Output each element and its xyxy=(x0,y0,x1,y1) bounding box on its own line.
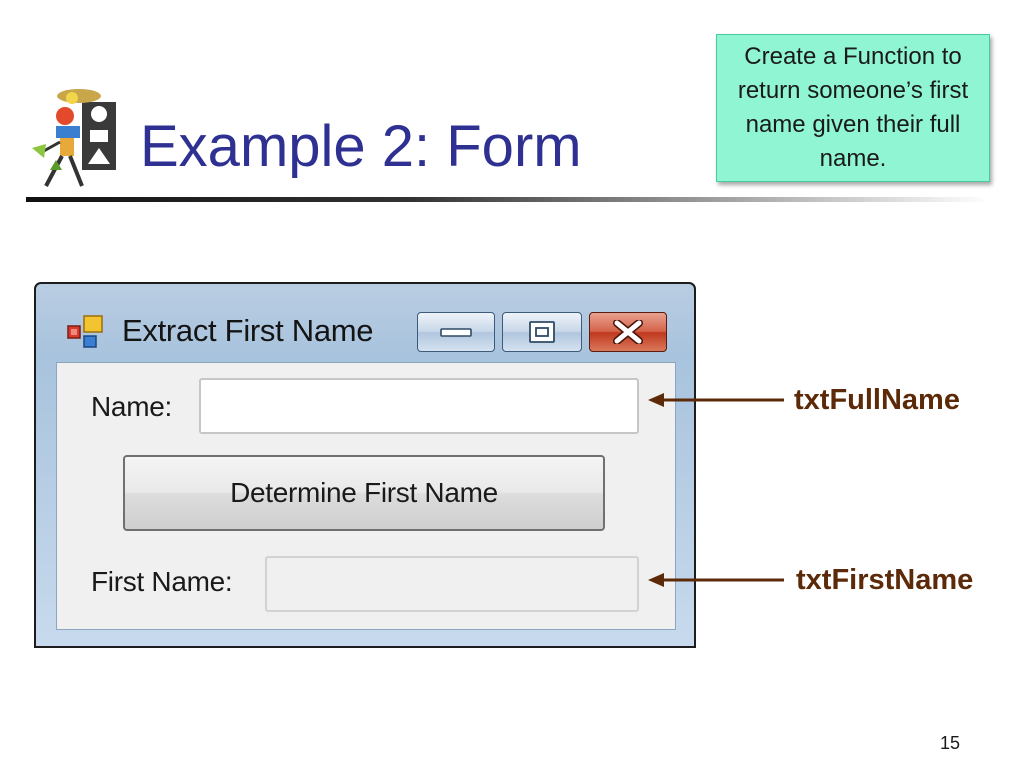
form-window: Extract First Name Name: Determine First… xyxy=(34,282,696,648)
app-window-icon xyxy=(67,315,103,348)
first-name-label: First Name: xyxy=(91,566,233,597)
people-shapes-logo-icon xyxy=(32,89,116,187)
window-titlebar[interactable]: Extract First Name xyxy=(36,284,694,362)
determine-first-name-button[interactable]: Determine First Name xyxy=(123,455,605,531)
first-name-output[interactable] xyxy=(265,556,639,612)
callout-note: Create a Function to return someone’s fi… xyxy=(716,34,990,182)
arrow-to-full-name-icon xyxy=(648,393,784,407)
window-title: Extract First Name xyxy=(122,313,374,348)
form-client-area: Name: Determine First Name First Name: xyxy=(56,362,676,630)
page-number: 15 xyxy=(940,733,961,753)
maximize-button[interactable] xyxy=(502,312,582,352)
txtfirstname-annotation: txtFirstName xyxy=(796,564,974,596)
txtfullname-annotation: txtFullName xyxy=(794,384,960,416)
minimize-button[interactable] xyxy=(417,312,495,352)
title-divider xyxy=(26,197,990,202)
maximize-icon xyxy=(529,321,555,343)
callout-text: Create a Function to return someone’s fi… xyxy=(737,43,969,172)
name-label: Name: xyxy=(91,391,172,422)
minimize-icon xyxy=(440,328,472,337)
full-name-input[interactable] xyxy=(199,378,639,434)
close-icon xyxy=(613,320,643,344)
close-button[interactable] xyxy=(589,312,667,352)
slide-title: Example 2: Form xyxy=(140,114,582,179)
arrow-to-first-name-icon xyxy=(648,573,784,587)
